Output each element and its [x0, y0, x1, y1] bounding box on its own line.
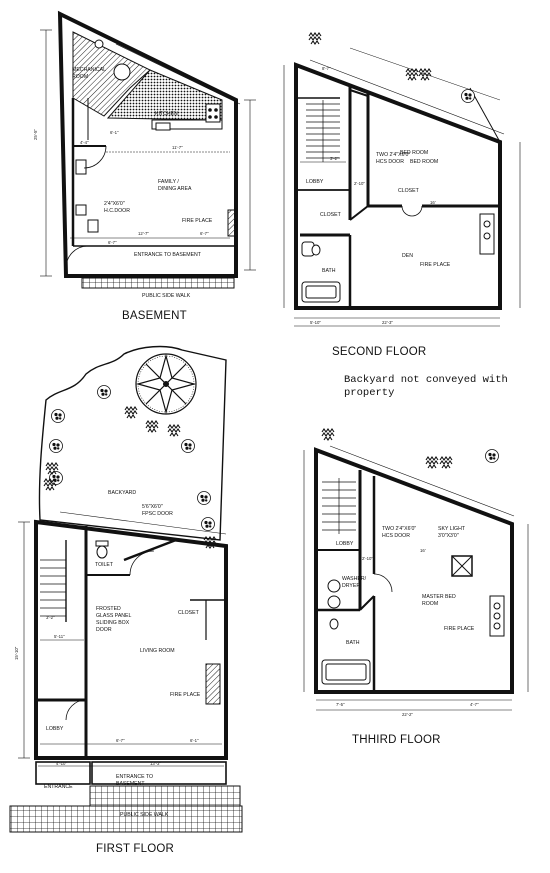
label-mechanical: MECHANICAL — [72, 67, 106, 73]
dim-second-4: 16' — [430, 200, 436, 205]
label-third-fireplace: FIRE PLACE — [444, 626, 475, 632]
third-floor-title: THHIRD FLOOR — [352, 734, 441, 746]
dim-first-6: 13'-3" — [150, 761, 161, 766]
label-second-hc-door: HCS DOOR — [376, 159, 404, 165]
label-mechanical-room: ROOM — [72, 74, 88, 80]
label-second-closet-1: CLOSET — [398, 188, 420, 194]
dim-first-2: 5'-11" — [54, 634, 65, 639]
dim-basement-3: 6'-1" — [110, 130, 119, 135]
label-third-hc-door: HCS DOOR — [382, 533, 410, 539]
label-backyard: BACKYARD — [108, 490, 136, 496]
label-dryer: DRYER — [342, 583, 360, 589]
dim-third-2: 22'-2" — [402, 712, 413, 717]
third-floor-plan — [303, 445, 529, 711]
label-entrance-basement: BASEMENT — [116, 781, 145, 787]
label-first-fireplace: FIRE PLACE — [170, 692, 201, 698]
label-first-lobby: LOBBY — [46, 726, 64, 732]
label-entrance-to: ENTRANCE TO — [116, 774, 153, 780]
label-skylight-size: 3'0"X3'0" — [438, 533, 459, 539]
label-first-closet: CLOSET — [178, 610, 200, 616]
dim-third-1: 7'-5" — [336, 702, 345, 707]
tree-drawing — [135, 353, 197, 415]
label-first-sidewalk: PUBLIC SIDE WALK — [120, 812, 169, 818]
label-frosted: FROSTED — [96, 606, 121, 612]
dim-basement-6: 6'-7" — [108, 240, 117, 245]
label-first-toilet: TOILET — [95, 562, 114, 568]
label-second-lobby: LOBBY — [306, 179, 324, 185]
first-floor-plan — [9, 345, 243, 833]
label-washer: WASHER/ — [342, 576, 367, 582]
dim-first-4: 6'-1" — [190, 738, 199, 743]
label-third-bath: BATH — [346, 640, 360, 646]
label-second-two-doors: TWO 2'4"X6'0" — [376, 152, 410, 158]
basement-plan — [40, 10, 256, 289]
dim-third-3: 4'-7" — [470, 702, 479, 707]
label-sliding-box: SLIDING BOX — [96, 620, 130, 626]
label-door: DOOR — [96, 627, 112, 633]
backyard-note: Backyard not conveyed with property — [344, 374, 508, 399]
dim-first-7: 15'-10" — [14, 646, 19, 660]
dim-basement-5: 6'-7" — [200, 231, 209, 236]
label-family: FAMILY / — [158, 179, 179, 185]
dim-second-2: 5'-10" — [310, 320, 321, 325]
label-basement-fireplace: FIRE PLACE — [182, 218, 213, 224]
label-glass-panel: GLASS PANEL — [96, 613, 131, 619]
label-basement-sidewalk: PUBLIC SIDE WALK — [142, 293, 191, 299]
dim-basement-4: 12'-7" — [138, 231, 149, 236]
basement-title: BASEMENT — [122, 310, 187, 322]
label-second-bedroom-1: BED ROOM — [400, 150, 428, 156]
dim-second-1: 8'-7" — [322, 66, 331, 71]
label-kitchen: KITCHEN — [155, 111, 178, 117]
dim-basement-7: 25'-5" — [33, 129, 38, 140]
dim-first-5: 4'-10" — [56, 761, 67, 766]
dim-second-3: 22'-3" — [382, 320, 393, 325]
dim-second-6: 2'-10" — [354, 181, 365, 186]
second-floor-plan — [283, 47, 521, 327]
dim-basement-2: 4'-4" — [80, 140, 89, 145]
second-floor-title: SECOND FLOOR — [332, 346, 427, 358]
label-first-entrance: ENTRANCE — [44, 784, 73, 790]
label-living-room: LIVING ROOM — [140, 648, 175, 654]
label-third-two-doors: TWO 2'4"X6'0" — [382, 526, 416, 532]
label-second-den: DEN — [402, 253, 413, 259]
label-hc-door-size: 2'4"X6'0" — [104, 201, 125, 207]
dim-basement-1: 11'-7" — [172, 145, 183, 150]
dim-third-5: 2'-10" — [362, 556, 373, 561]
label-entrance-to-basement: ENTRANCE TO BASEMENT — [134, 252, 202, 258]
first-floor-title: FIRST FLOOR — [96, 843, 175, 855]
label-first-door-size: 5'6"X6'0" — [142, 504, 163, 510]
label-dining-area: DINING AREA — [158, 186, 192, 192]
label-second-bedroom-2: BED ROOM — [410, 159, 438, 165]
label-master-bed: MASTER BED — [422, 594, 456, 600]
label-hc-door: H.C.DOOR — [104, 208, 130, 214]
label-second-fireplace: FIRE PLACE — [420, 262, 451, 268]
label-master-room: ROOM — [422, 601, 438, 607]
dim-second-5: 3'-2" — [330, 156, 339, 161]
dim-third-4: 16' — [420, 548, 426, 553]
label-skylight: SKY LIGHT — [438, 526, 466, 532]
label-second-closet-2: CLOSET — [320, 212, 342, 218]
label-third-lobby: LOBBY — [336, 541, 354, 547]
label-second-bath: BATH — [322, 268, 336, 274]
dim-first-3: 6'-7" — [116, 738, 125, 743]
dim-first-1: 3'-2" — [46, 615, 55, 620]
label-first-fpsc-door: FPSC DOOR — [142, 511, 173, 517]
